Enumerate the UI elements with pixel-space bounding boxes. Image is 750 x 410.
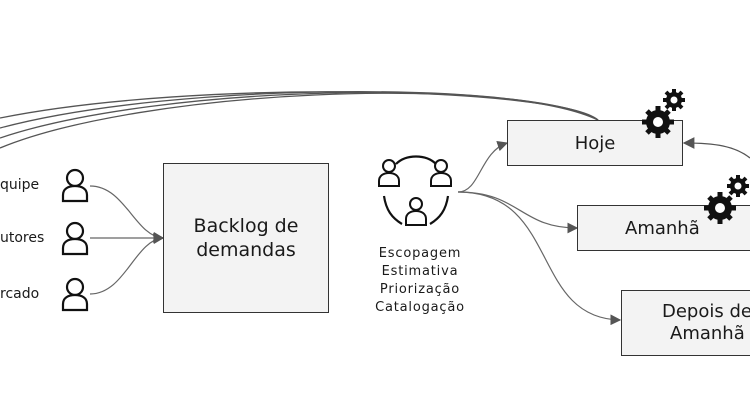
process-step: Priorização: [379, 282, 461, 297]
source-label-1: quipe: [0, 177, 40, 193]
gears-icon: [642, 89, 685, 138]
backlog-box: Backlog de demandas: [163, 163, 329, 313]
connector-source-1: [89, 185, 165, 243]
target-label-amanha: Amanhã: [625, 217, 700, 239]
connector-to-depois: [457, 191, 622, 326]
target-box-depois: Depois de Amanhã: [621, 290, 750, 356]
connector-to-amanha: [457, 191, 579, 234]
connector-return-hoje: [682, 137, 750, 159]
feedback-curve-4: [0, 92, 599, 149]
backlog-line-1: Backlog de: [193, 215, 299, 237]
process-steps: Escopagem Estimativa Priorização Catalog…: [355, 245, 485, 317]
person-icon: [61, 168, 89, 203]
source-label-3: rcado: [0, 286, 40, 302]
target-label-hoje: Hoje: [574, 132, 616, 154]
connector-to-hoje: [457, 140, 509, 193]
process-step: Escopagem: [378, 246, 462, 261]
person-icon: [61, 221, 89, 256]
target-box-amanha: Amanhã: [577, 205, 750, 251]
source-label-2: utores: [0, 230, 45, 246]
target-label-depois-2: Amanhã: [670, 323, 745, 344]
process-step: Catalogação: [375, 300, 465, 315]
connector-source-3: [89, 233, 165, 295]
team-cycle-icon: [378, 155, 452, 226]
process-step: Estimativa: [381, 264, 459, 279]
backlog-line-2: demandas: [196, 239, 296, 261]
gears-icon: [704, 175, 749, 224]
person-icon: [61, 277, 89, 312]
target-label-depois-1: Depois de: [662, 301, 750, 322]
